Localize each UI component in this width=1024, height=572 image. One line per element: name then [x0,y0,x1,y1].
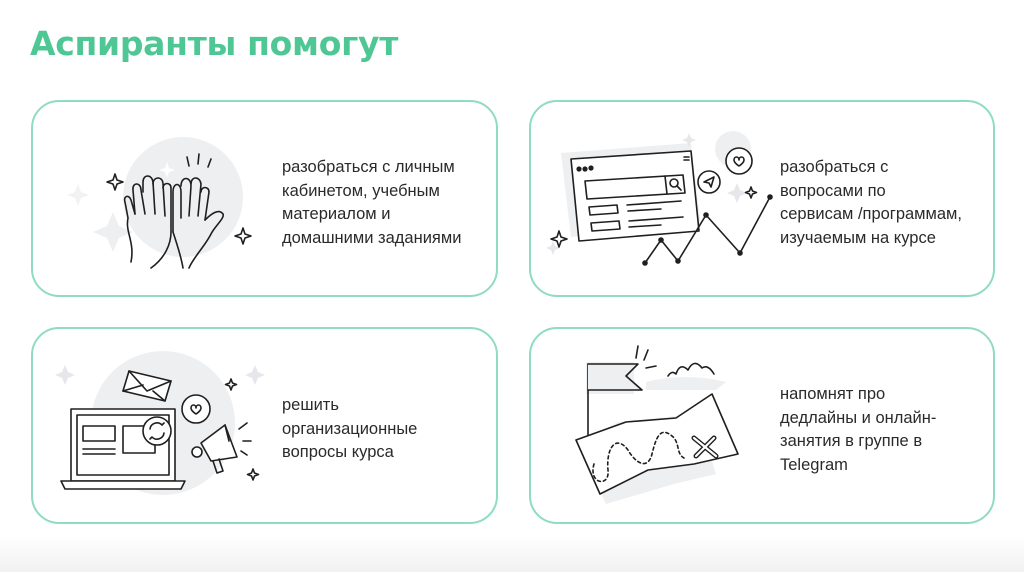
help-card-personal-account: разобраться с личным кабинетом, учебным … [31,100,498,297]
card-text: напомнят про дедлайны и онлайн- занятия … [780,385,937,474]
card-text: решить организационные вопросы курса [282,396,418,462]
browser-search-chart-icon [541,127,773,272]
page-title: Аспиранты помогут [30,24,399,63]
card-text: разобраться с вопросами по сервисам /про… [780,158,962,247]
high-five-hands-icon [53,122,253,282]
laptop-megaphone-mail-icon [53,351,283,501]
card-text: разобраться с личным кабинетом, учебным … [282,158,462,247]
help-card-services: разобраться с вопросами по сервисам /про… [529,100,995,297]
treasure-map-flag-icon [566,334,746,519]
help-card-organizational: решить организационные вопросы курса [31,327,498,524]
help-card-reminders: напомнят про дедлайны и онлайн- занятия … [529,327,995,524]
